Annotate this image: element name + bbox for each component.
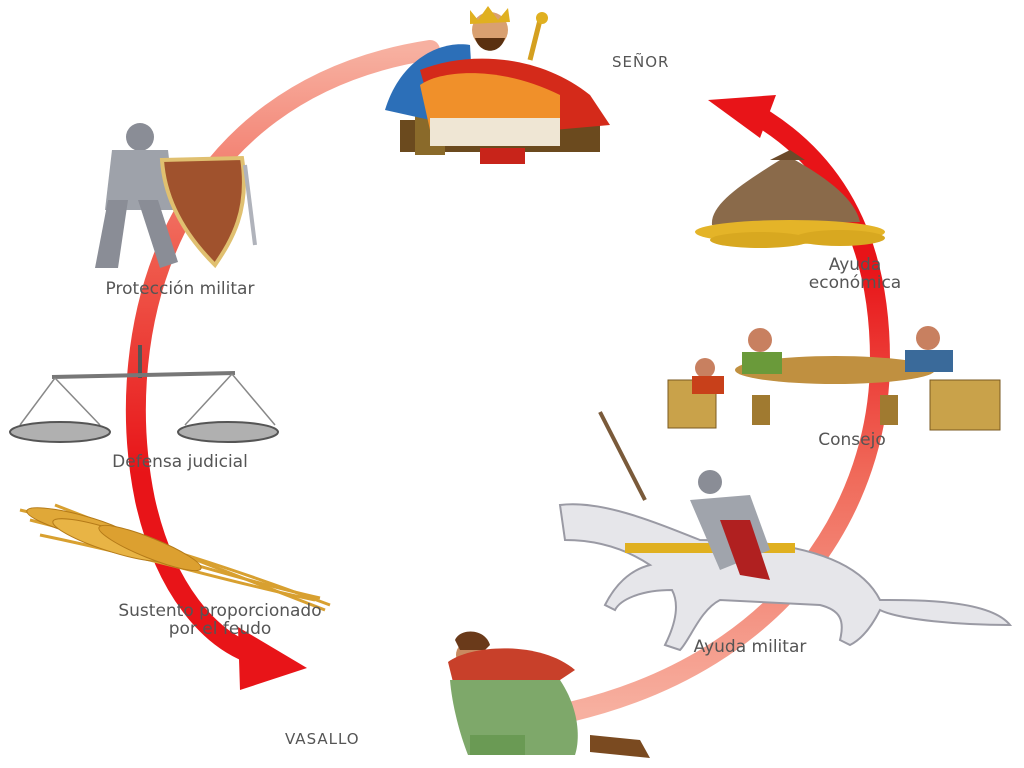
label-line: por el feudo	[169, 619, 272, 639]
horseman-icon	[558, 411, 1013, 652]
label-line: económica	[809, 273, 901, 293]
role-vassal: VASALLO	[285, 730, 360, 748]
label-line: Sustento proporcionado	[118, 601, 321, 621]
arrow-head-to-vassal	[238, 627, 307, 690]
label-line: Protección militar	[106, 279, 255, 299]
arrow-head-to-lord	[708, 95, 776, 138]
vassal-icon	[448, 631, 650, 758]
council-table-icon	[667, 326, 1001, 431]
label-line: Consejo	[818, 430, 886, 450]
label-defensa-judicial: Defensa judicial	[112, 452, 248, 472]
money-bag-icon	[695, 150, 885, 248]
label-line: Defensa judicial	[112, 452, 248, 472]
scales-icon	[9, 345, 279, 443]
king-icon	[385, 6, 610, 164]
label-consejo: Consejo	[818, 430, 886, 450]
arrow-lord-to-vassal	[125, 40, 440, 665]
role-lord: SEÑOR	[612, 52, 669, 71]
wheat-icon	[19, 503, 331, 612]
label-line: Ayuda	[829, 255, 882, 275]
label-line: Ayuda militar	[694, 637, 807, 657]
arrow-vassal-to-lord	[560, 110, 891, 722]
label-ayuda-militar: Ayuda militar	[694, 637, 807, 657]
knight-shield-icon	[95, 123, 257, 269]
label-proteccion-militar: Protección militar	[106, 279, 255, 299]
